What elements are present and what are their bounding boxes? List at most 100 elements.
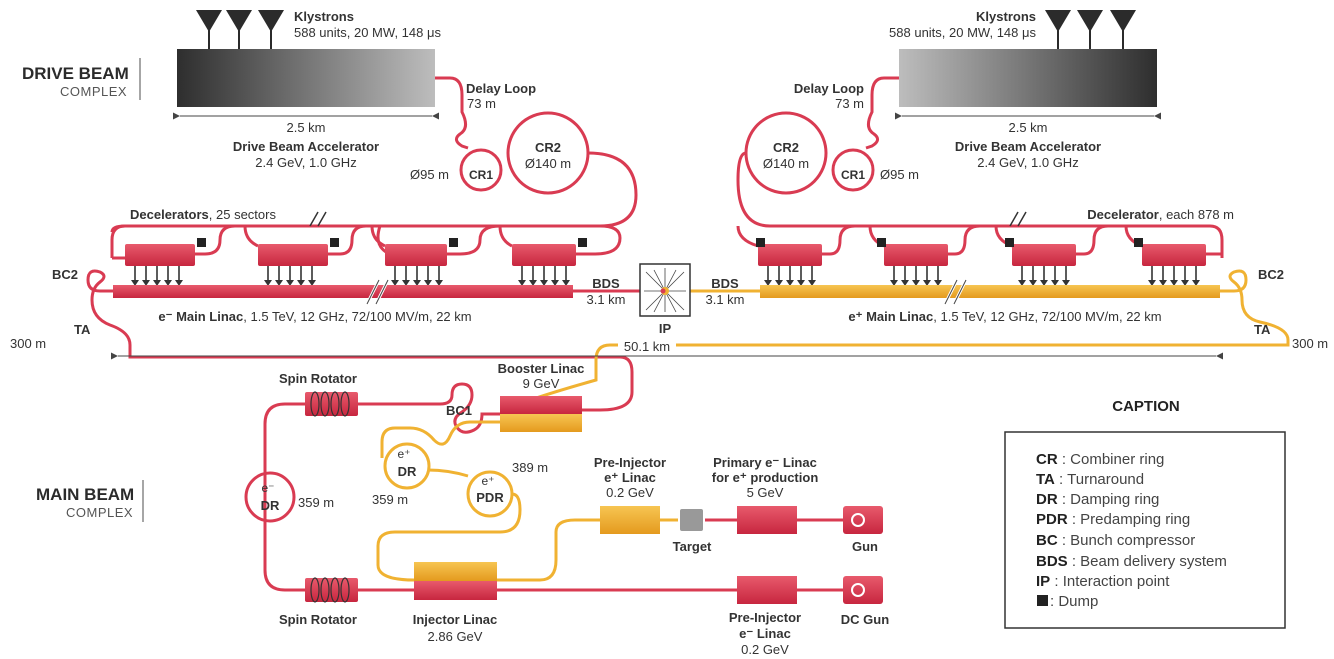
caption-item: BDS : Beam delivery system — [1036, 553, 1227, 570]
electron-pre-injector: Pre-Injector e⁻ Linac 0.2 GeV — [560, 576, 801, 657]
cr1-left-diameter: Ø95 m — [410, 167, 449, 182]
klystron-icon — [1077, 10, 1103, 50]
klystron-icon — [226, 10, 252, 50]
decelerator-sector — [868, 224, 981, 266]
ta-left-label: TA — [74, 322, 91, 337]
ta-right-length: 300 m — [1292, 336, 1328, 351]
drive-beam-accelerator-right — [899, 49, 1157, 107]
main-beam-title: MAIN BEAM — [36, 485, 134, 504]
dump-icon — [449, 238, 458, 247]
cr2-left-label: CR2 — [535, 140, 561, 155]
ta-right-label: TA — [1254, 322, 1271, 337]
pdr-sup: e⁺ — [481, 474, 494, 488]
accelerator-right-spec: 2.4 GeV, 1.0 GHz — [977, 155, 1078, 170]
delay-loop-left-title: Delay Loop — [466, 81, 536, 96]
klystrons-left: Klystrons 588 units, 20 MW, 148 μs — [196, 9, 441, 50]
decelerator-sector — [498, 224, 622, 266]
decelerator-sector — [1124, 225, 1222, 266]
klystrons-left-title: Klystrons — [294, 9, 354, 24]
dc-gun-label: DC Gun — [841, 612, 889, 627]
main-beam-heading: MAIN BEAM COMPLEX — [36, 480, 144, 522]
cr1-ring-right — [831, 148, 875, 192]
target: Target — [673, 509, 712, 554]
main-beam-subtitle: COMPLEX — [66, 505, 133, 520]
bds-left-length: 3.1 km — [586, 292, 625, 307]
drive-beam-path-right — [736, 76, 1224, 258]
positron-injector-path — [376, 420, 737, 582]
cr2-right-label: CR2 — [773, 140, 799, 155]
dump-icon — [756, 238, 765, 247]
klystrons-right-spec: 588 units, 20 MW, 148 μs — [889, 25, 1036, 40]
length-right: 2.5 km — [1008, 120, 1047, 135]
gun: Gun — [843, 506, 883, 554]
dump-icon — [1134, 238, 1143, 247]
total-length: 50.1 km — [624, 339, 670, 354]
bds-right-label: BDS — [711, 276, 739, 291]
dump-icon — [330, 238, 339, 247]
length-dimension-left: 2.5 km — [173, 112, 439, 135]
spin-rotator-bottom: Spin Rotator — [279, 577, 358, 627]
electron-linac-label: e⁻ Main Linac, 1.5 TeV, 12 GHz, 72/100 M… — [158, 309, 471, 324]
positron-pre-injector: Pre-Injector e⁺ Linac 0.2 GeV — [594, 455, 666, 534]
decelerator-sectors-right — [736, 224, 1222, 286]
caption-item: TA : Turnaround — [1036, 471, 1144, 488]
spin-rotator-bottom-label: Spin Rotator — [279, 612, 357, 627]
decelerator-sector — [110, 224, 236, 266]
ip-label: IP — [659, 321, 672, 336]
decelerator-right-label: Decelerator, each 878 m — [1087, 207, 1234, 222]
decelerators-left-label: Decelerators, 25 sectors — [130, 207, 276, 222]
klystrons-left-spec: 588 units, 20 MW, 148 μs — [294, 25, 441, 40]
caption-item: PDR : Predamping ring — [1036, 511, 1190, 528]
accelerator-right-title: Drive Beam Accelerator — [955, 139, 1101, 154]
booster-linac: Booster Linac 9 GeV — [498, 361, 584, 432]
electron-dr-ring — [244, 471, 296, 523]
electron-main-linac — [113, 279, 640, 305]
cr1-right-label: CR1 — [841, 168, 865, 182]
positron-pre-injector-title2: e⁺ Linac — [604, 470, 656, 485]
decelerator-sector — [736, 224, 856, 266]
accelerator-left-spec: 2.4 GeV, 1.0 GHz — [255, 155, 356, 170]
dump-icon — [578, 238, 587, 247]
positron-pre-injector-spec: 0.2 GeV — [606, 485, 654, 500]
klystron-icon — [196, 10, 222, 50]
positron-main-linac — [690, 279, 1220, 305]
caption: CAPTION CR : Combiner ring TA : Turnarou… — [1004, 398, 1286, 629]
interaction-point: IP — [639, 263, 691, 336]
klystrons-right: Klystrons 588 units, 20 MW, 148 μs — [889, 9, 1136, 50]
booster-linac-spec: 9 GeV — [523, 376, 560, 391]
klystrons-right-title: Klystrons — [976, 9, 1036, 24]
bc1-label: BC1 — [446, 403, 472, 418]
injector-linac-spec: 2.86 GeV — [428, 629, 483, 644]
positron-pre-injector-title: Pre-Injector — [594, 455, 666, 470]
primary-linac-title: Primary e⁻ Linac — [713, 455, 817, 470]
cr1-ring-left — [459, 148, 503, 192]
primary-linac-title2: for e⁺ production — [712, 470, 819, 485]
cr2-right-diameter: Ø140 m — [763, 156, 809, 171]
electron-pre-injector-title: Pre-Injector — [729, 610, 801, 625]
decelerator-sector — [994, 224, 1109, 266]
pdr-length: 389 m — [512, 460, 548, 475]
caption-title: CAPTION — [1112, 398, 1180, 415]
cr2-left-diameter: Ø140 m — [525, 156, 571, 171]
ta-left-length: 300 m — [10, 336, 46, 351]
dump-icon — [1005, 238, 1014, 247]
delay-loop-left-length: 73 m — [467, 96, 496, 111]
bc2-left-label: BC2 — [52, 267, 78, 282]
positron-dr-length: 359 m — [372, 492, 408, 507]
cr1-right-diameter: Ø95 m — [880, 167, 919, 182]
bc2-ta-left — [86, 269, 634, 412]
decelerator-sector — [370, 224, 501, 266]
injector-linac-title: Injector Linac — [413, 612, 498, 627]
length-left: 2.5 km — [286, 120, 325, 135]
electron-dr-length: 359 m — [298, 495, 334, 510]
bds-left-label: BDS — [592, 276, 620, 291]
klystron-icon — [1045, 10, 1071, 50]
length-dimension-right: 2.5 km — [895, 112, 1161, 135]
caption-item: BC : Bunch compressor — [1036, 532, 1195, 549]
dc-gun: DC Gun — [841, 576, 889, 627]
caption-dump-label: : Dump — [1050, 593, 1098, 610]
total-length-dimension: 50.1 km — [111, 339, 1223, 360]
caption-item: CR : Combiner ring — [1036, 451, 1164, 468]
bc2-right-label: BC2 — [1258, 267, 1284, 282]
